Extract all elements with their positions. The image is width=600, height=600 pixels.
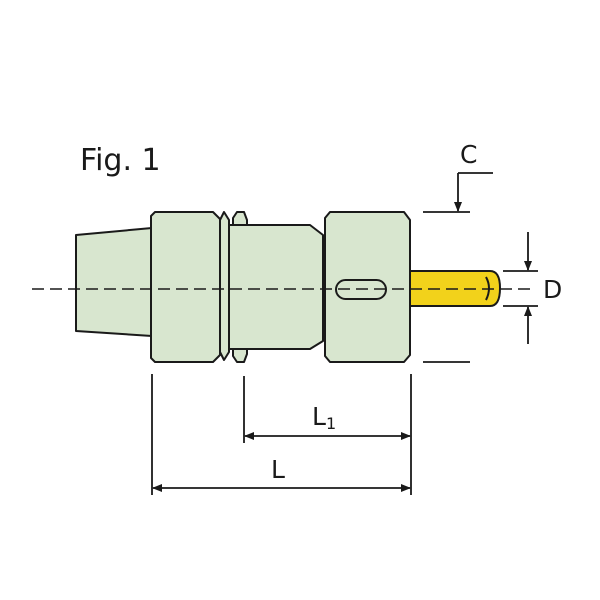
taper-section — [75, 227, 153, 337]
label-l: L — [271, 455, 285, 484]
holder-body — [75, 211, 411, 363]
groove-ring-1 — [219, 211, 230, 361]
label-c: C — [460, 140, 477, 169]
extension-lines — [151, 374, 412, 495]
flange — [150, 211, 221, 363]
label-d: D — [543, 275, 562, 304]
figure-title: Fig. 1 — [80, 143, 161, 178]
dimension-d — [503, 232, 538, 344]
neck-section — [228, 224, 324, 350]
dimension-c — [423, 172, 493, 363]
label-l1: L1 — [312, 402, 336, 433]
